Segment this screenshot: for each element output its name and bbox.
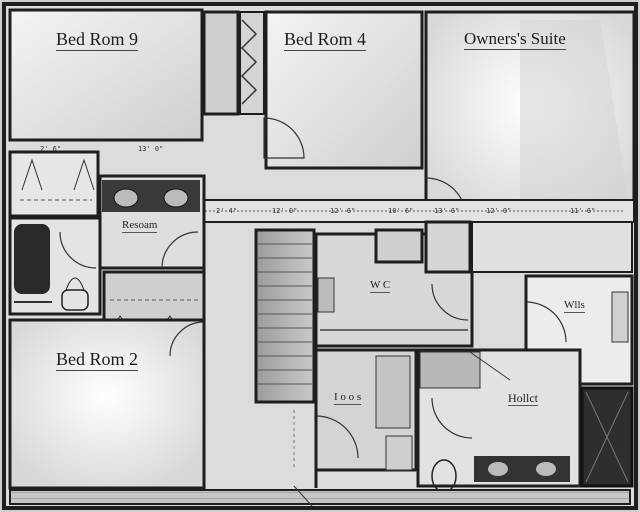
dim-6: 10' 6"	[388, 207, 414, 215]
label-linen: I o o s	[334, 391, 362, 405]
dim-9: 11' 6"	[570, 207, 596, 215]
dryer	[163, 188, 189, 208]
toilet	[61, 289, 89, 311]
label-hall: Hollct	[508, 391, 538, 406]
closet-bed2	[102, 270, 206, 324]
dim-5: 12' 6"	[330, 207, 356, 215]
label-owners-suite: Owners's Suite	[464, 29, 566, 50]
bath-right-top	[471, 221, 633, 273]
label-wic: W C	[370, 279, 391, 293]
label-bedroom-2: Bed Rom 2	[56, 349, 139, 371]
dim-1: 2' 6"	[40, 145, 62, 153]
washer	[113, 188, 139, 208]
staircase	[254, 228, 316, 404]
dim-8: 12' 0"	[486, 207, 512, 215]
dim-2: 13' 0"	[138, 145, 164, 153]
label-bedroom-4: Bed Rom 4	[284, 29, 367, 51]
linen-closet	[374, 228, 424, 264]
bedroom-4	[264, 10, 424, 170]
label-bath: Wlls	[564, 299, 585, 313]
closet-mid	[202, 10, 240, 116]
exterior-strip	[9, 489, 631, 505]
label-bedroom-3: Bed Rom 9	[56, 29, 139, 51]
tub	[14, 224, 50, 294]
bedroom-3	[8, 8, 204, 142]
dim-4: 12' 0"	[272, 207, 298, 215]
label-laundry: Resoam	[122, 219, 158, 233]
closet-doors	[239, 11, 265, 115]
bedroom-2	[8, 318, 206, 490]
dim-7: 13' 6"	[434, 207, 460, 215]
dim-3: 2' 4"	[216, 207, 238, 215]
